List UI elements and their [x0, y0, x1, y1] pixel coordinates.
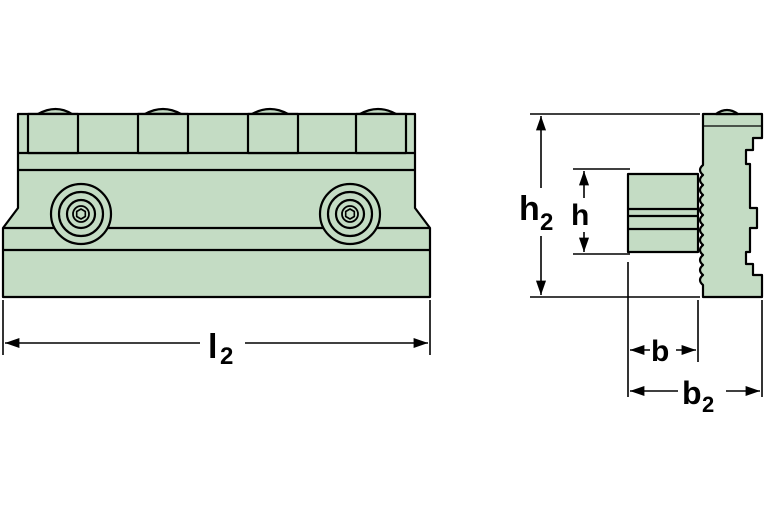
blade-body	[1, 112, 432, 299]
clamp-block	[354, 112, 408, 155]
label-h2-sub: 2	[540, 209, 553, 236]
dimension-h	[573, 168, 630, 255]
holder-bump	[714, 108, 740, 116]
label-h: h	[571, 199, 589, 232]
dimension-l2	[2, 300, 431, 355]
screw-right	[318, 182, 382, 246]
clamp-block	[26, 112, 80, 155]
clamp-block	[136, 112, 190, 155]
label-b2-sub: 2	[702, 392, 714, 417]
blade-section	[626, 172, 700, 254]
screw-left	[49, 182, 113, 246]
label-h2: h	[519, 190, 540, 228]
label-b: b	[651, 335, 669, 368]
clamp-block	[246, 112, 300, 155]
dimension-b2	[630, 300, 763, 397]
side-view	[626, 108, 764, 299]
label-l2: l	[208, 328, 217, 366]
dimension-h2	[530, 113, 700, 298]
label-l2-sub: 2	[220, 343, 233, 370]
dimension-b	[627, 262, 699, 397]
holder-section	[698, 112, 764, 299]
front-view	[1, 107, 432, 299]
label-b2: b	[682, 375, 702, 411]
